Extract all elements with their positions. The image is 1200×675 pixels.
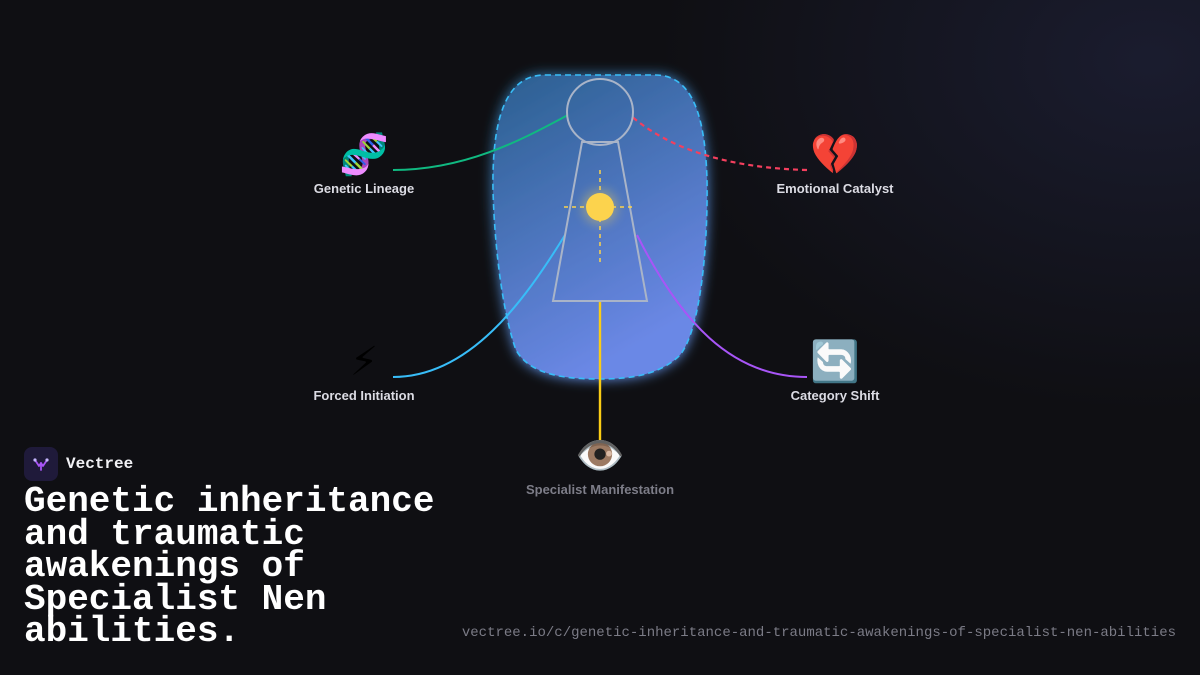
brand-name: Vectree xyxy=(66,455,134,473)
node-label-emotional-catalyst: Emotional Catalyst xyxy=(776,181,894,196)
page-title: Genetic inheritance and traumatic awaken… xyxy=(24,481,435,652)
connector-genetic-lineage xyxy=(392,114,569,171)
lightning-icon: ⚡ xyxy=(349,339,379,385)
eye-icon: 👁️ xyxy=(575,433,625,479)
source-url[interactable]: vectree.io/c/genetic-inheritance-and-tra… xyxy=(461,625,1176,641)
node-label-forced-initiation: Forced Initiation xyxy=(313,388,415,403)
connector-forced-initiation xyxy=(392,234,566,378)
connector-emotional-catalyst xyxy=(629,114,808,172)
vectree-logo-icon xyxy=(24,447,58,481)
aura-core-dot xyxy=(564,170,636,262)
node-label-genetic-lineage: Genetic Lineage xyxy=(313,181,415,196)
human-figure-silhouette xyxy=(551,78,649,302)
node-label-category-shift: Category Shift xyxy=(790,388,880,403)
brand: Vectree xyxy=(24,447,133,481)
broken-heart-icon: 💔 xyxy=(810,132,860,178)
connector-category-shift xyxy=(636,234,808,378)
node-label-specialist-manifestation: Specialist Manifestation xyxy=(525,482,675,497)
cycle-arrows-icon: 🔄 xyxy=(810,339,860,385)
dna-icon: 🧬 xyxy=(339,132,389,178)
